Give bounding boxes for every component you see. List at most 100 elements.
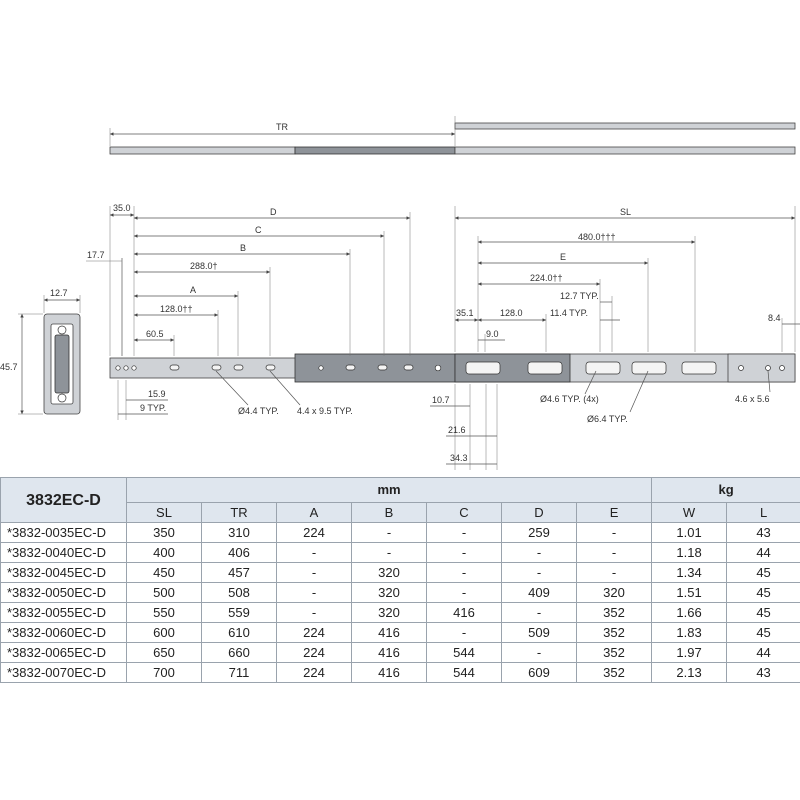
model-cell: *3832-0065EC-D	[0, 642, 127, 663]
table-cell: 500	[126, 582, 202, 603]
table-cell: -	[501, 602, 577, 623]
dim-17-7: 17.7	[87, 250, 105, 260]
top-rail-view: TR	[109, 116, 796, 155]
table-cell: 544	[426, 662, 502, 683]
column-header-a: A	[276, 502, 352, 523]
table-cell: 700	[126, 662, 202, 683]
table-cell: -	[276, 562, 352, 583]
section-height-label: 45.7	[0, 362, 18, 372]
table-cell: 610	[201, 622, 277, 643]
table-cell: 350	[126, 522, 202, 543]
table-cell: 310	[201, 522, 277, 543]
model-cell: *3832-0050EC-D	[0, 582, 127, 603]
table-cell: 660	[201, 642, 277, 663]
table-cell: 1.18	[651, 542, 728, 563]
table-cell: 45	[726, 622, 800, 643]
table-cell: 44	[726, 642, 800, 663]
table-cell: 259	[501, 522, 577, 543]
column-header-sl: SL	[126, 502, 202, 523]
dim-12-7-typ: 12.7 TYP.	[560, 291, 599, 301]
table-cell: -	[426, 562, 502, 583]
table-cell: 1.01	[651, 522, 728, 543]
table-cell: 352	[575, 662, 653, 683]
table-cell: 45	[726, 562, 800, 583]
table-cell: 450	[126, 562, 202, 583]
label-hole-4-4: Ø4.4 TYP.	[238, 406, 279, 416]
table-cell: 320	[351, 562, 427, 583]
table-cell: 2.13	[651, 662, 728, 683]
table-cell: -	[426, 582, 502, 603]
dim-A: A	[190, 285, 196, 295]
dim-10-7: 10.7	[432, 395, 450, 405]
dim-15-9: 15.9	[148, 389, 166, 399]
dim-288: 288.0†	[190, 261, 218, 271]
dim-224-tt: 224.0††	[530, 273, 563, 283]
table-cell: 43	[726, 662, 800, 683]
table-cell: 224	[276, 522, 352, 543]
table-cell: 43	[726, 522, 800, 543]
model-cell: *3832-0055EC-D	[0, 602, 127, 623]
table-cell: 406	[201, 542, 277, 563]
table-cell: 320	[575, 582, 653, 603]
group-header-mm: mm	[125, 477, 653, 503]
table-cell: -	[426, 522, 502, 543]
table-cell: -	[501, 542, 577, 563]
table-cell: 650	[126, 642, 202, 663]
dim-E: E	[560, 252, 566, 262]
tr-label: TR	[276, 122, 288, 132]
table-cell: 44	[726, 542, 800, 563]
model-cell: *3832-0045EC-D	[0, 562, 127, 583]
dim-11-4-typ: 11.4 TYP.	[550, 308, 588, 318]
label-slot-4-4x9-5: 4.4 x 9.5 TYP.	[297, 406, 353, 416]
table-cell: 1.83	[651, 622, 728, 643]
table-cell: -	[426, 542, 502, 563]
table-cell: -	[276, 582, 352, 603]
dim-C: C	[255, 225, 262, 235]
dim-60-5: 60.5	[146, 329, 164, 339]
table-cell: 1.97	[651, 642, 728, 663]
model-cell: *3832-0035EC-D	[0, 522, 127, 543]
table-cell: 544	[426, 642, 502, 663]
dim-8-4: 8.4	[768, 313, 781, 323]
table-cell: 609	[501, 662, 577, 683]
section-width-label: 12.7	[50, 288, 68, 298]
sl-label: SL	[620, 207, 631, 217]
table-cell: 45	[726, 582, 800, 603]
label-hole-4-6: Ø4.6 TYP. (4x)	[540, 394, 599, 404]
table-cell: 457	[201, 562, 277, 583]
dim-480: 480.0†††	[578, 232, 616, 242]
column-header-w: W	[651, 502, 728, 523]
table-cell: -	[426, 622, 502, 643]
cross-section: 12.7 45.7	[0, 288, 81, 415]
side-view	[109, 353, 796, 383]
column-header-b: B	[351, 502, 427, 523]
table-cell: 416	[426, 602, 502, 623]
right-dimensions: SL 480.0††† E 224.0†† 12.7 TYP. 35.1 128…	[430, 206, 800, 470]
table-cell: -	[575, 562, 653, 583]
dim-9-0: 9.0	[486, 329, 499, 339]
table-cell: 45	[726, 602, 800, 623]
table-cell: 400	[126, 542, 202, 563]
dim-D: D	[270, 207, 277, 217]
table-cell: 509	[501, 622, 577, 643]
table-cell: -	[501, 642, 577, 663]
table-cell: 416	[351, 622, 427, 643]
table-cell: 224	[276, 662, 352, 683]
table-cell: 559	[201, 602, 277, 623]
dim-128-tt: 128.0††	[160, 304, 193, 314]
table-cell: 1.51	[651, 582, 728, 603]
table-cell: -	[575, 522, 653, 543]
table-cell: 416	[351, 662, 427, 683]
left-dimensions: 35.0 D C B 288.0† A 128.0†† 60.5 17.7 15…	[86, 203, 411, 420]
table-cell: 352	[575, 602, 653, 623]
table-cell: 1.34	[651, 562, 728, 583]
column-header-c: C	[426, 502, 502, 523]
dim-34-3: 34.3	[450, 453, 468, 463]
table-cell: -	[351, 522, 427, 543]
group-header-kg: kg	[651, 477, 800, 503]
